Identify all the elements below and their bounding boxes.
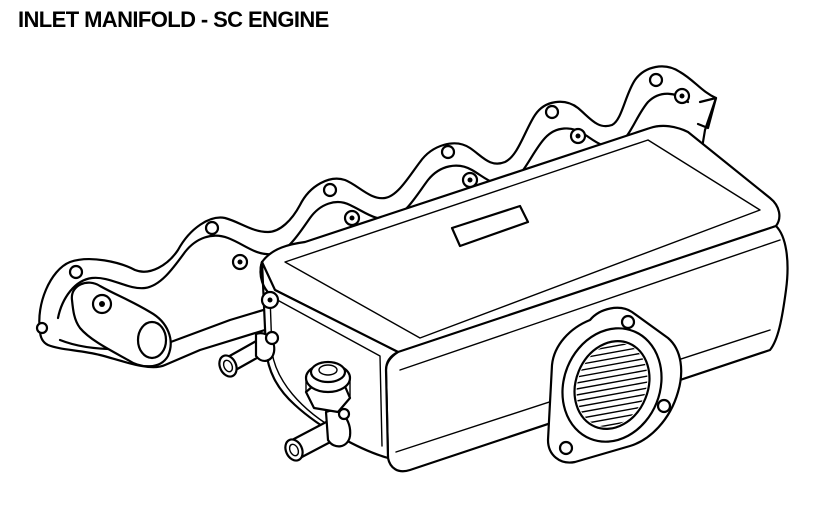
bleed-screw-fitting [304, 360, 352, 414]
mounting-boss [337, 407, 351, 421]
flange-bolt-hole [620, 314, 636, 330]
flange-bolt-hole [35, 264, 84, 335]
coolant-pipe-upper [218, 332, 276, 378]
page-title: INLET MANIFOLD - SC ENGINE [18, 7, 329, 32]
flange-bolt-hole [440, 144, 479, 189]
flange-bolt-hole [656, 398, 672, 414]
outlet-duct-flange [546, 306, 683, 464]
flange-bolt-hole [544, 104, 587, 145]
flange-bolt-hole [204, 220, 249, 271]
flange-bolt-hole [322, 182, 361, 227]
label-plate [450, 204, 530, 248]
left-port-boss [70, 281, 172, 368]
mounting-boss [264, 330, 280, 346]
flange-bolt-hole [558, 440, 574, 456]
flange-bolt-hole [648, 72, 691, 105]
